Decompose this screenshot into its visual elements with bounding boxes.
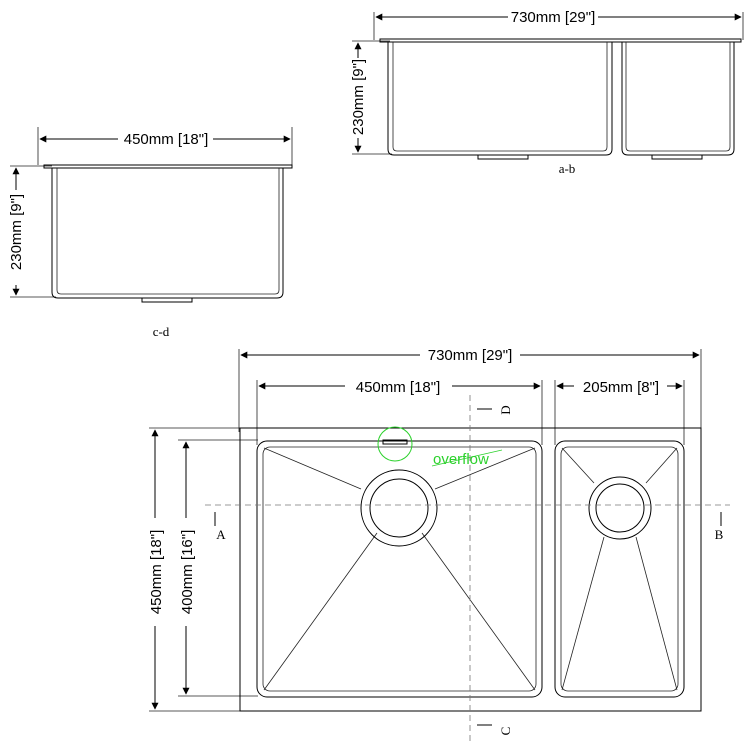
plan-small-bowl-width-label: 205mm [8"]: [583, 379, 659, 396]
plan-small-drain-inner: [595, 483, 645, 533]
plan-view: 730mm [29"] 450mm [18"] 205mm [8"] 450mm…: [148, 347, 730, 744]
ab-small-drain: [651, 154, 703, 160]
overflow-marker-circle: [377, 426, 413, 462]
plan-overall-depth-label: 450mm [18"]: [148, 530, 165, 615]
plan-large-bowl-inner: [262, 446, 537, 692]
section-marker-a: A: [216, 527, 226, 542]
large-slope-line: [263, 532, 378, 691]
large-slope-line: [263, 447, 362, 490]
section-marker-b: B: [715, 527, 724, 542]
plan-small-bowl-inner: [560, 446, 679, 692]
plan-large-drain-inner: [369, 478, 429, 538]
ab-large-bowl: [387, 42, 613, 156]
plan-large-bowl-width-label: 450mm [18"]: [356, 379, 441, 396]
plan-large-drain-outer: [360, 469, 438, 547]
small-slope-line: [635, 536, 678, 691]
small-slope-line: [561, 447, 595, 484]
cd-width-label: 450mm [18"]: [124, 131, 209, 148]
plan-large-bowl: [256, 440, 543, 698]
cd-deck: [43, 164, 293, 169]
plan-sink-outline: [239, 427, 702, 712]
overflow-slot: [382, 439, 408, 445]
large-slope-line: [421, 532, 536, 691]
section-marker-c: C: [498, 727, 513, 736]
ab-large-drain: [477, 154, 529, 160]
small-slope-line: [561, 536, 605, 691]
section-marker-d: D: [498, 405, 513, 414]
overflow-leader: [431, 449, 503, 467]
plan-overall-width-label: 730mm [29"]: [428, 347, 513, 364]
ab-deck: [379, 38, 742, 43]
plan-small-drain-outer: [588, 476, 652, 540]
ab-large-bowl-inner: [392, 42, 608, 152]
plan-bowl-depth-label: 400mm [16"]: [179, 530, 196, 615]
ab-small-bowl-inner: [625, 42, 731, 152]
ab-small-bowl: [621, 42, 735, 156]
cd-bowl-inner: [56, 168, 280, 295]
plan-large-bowl-slope-lines: [263, 447, 536, 691]
small-slope-line: [645, 447, 678, 484]
ab-width-label: 730mm [29"]: [511, 9, 596, 26]
cd-caption: c-d: [153, 324, 170, 339]
plan-small-bowl-slope-lines: [561, 447, 678, 691]
ab-height-label: 230mm [9"]: [350, 59, 367, 135]
cd-drain: [141, 297, 193, 303]
section-ab-view: 730mm [29"] 230mm [9"] a-b: [350, 9, 744, 176]
ab-caption: a-b: [559, 161, 576, 176]
cd-bowl: [51, 168, 284, 299]
large-slope-line: [434, 447, 536, 490]
overflow-label: overflow: [433, 451, 489, 468]
plan-small-bowl: [554, 440, 685, 698]
cd-height-label: 230mm [9"]: [8, 194, 25, 270]
section-cd-view: 450mm [18"] 230mm [9"] c-d: [8, 127, 293, 339]
